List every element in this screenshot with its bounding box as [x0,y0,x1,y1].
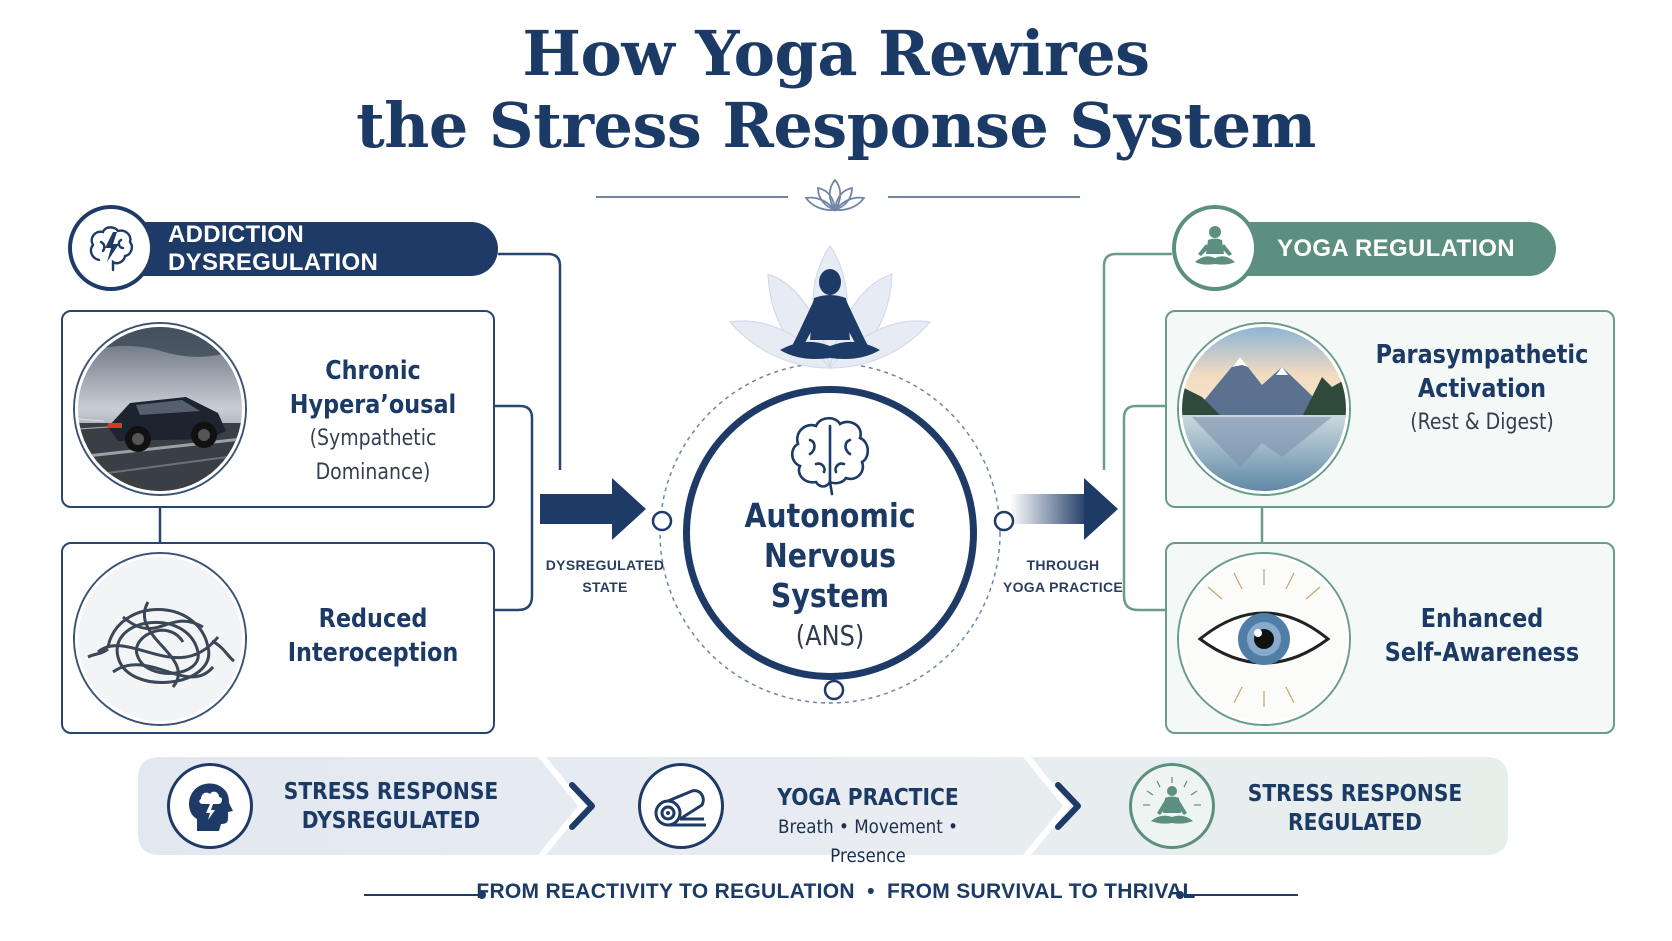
chronic-hyperarousal-card: Chronic Hypera’ousal (Sympathetic Domina… [61,310,495,508]
meditation-glow-icon [1129,763,1215,849]
step3-line1: STRESS RESPONSE [1247,781,1463,807]
step-stress-dysregulated: STRESS RESPONSE DYSREGULATED [277,778,504,836]
addiction-dysregulation-label: ADDICTION DYSREGULATION [168,221,379,276]
footer-dot-right [1176,891,1184,899]
step2-line2: Breath • Movement • Presence [778,816,958,867]
footer-dot-left [478,891,486,899]
self-awareness-title-1: Enhanced [1420,604,1544,634]
footer-tagline: FROM REACTIVITY TO REGULATION • FROM SUR… [476,880,1196,903]
yoga-regulation-label: YOGA REGULATION [1277,235,1515,262]
meditation-lotus-icon [728,244,932,370]
addiction-dysregulation-header: ADDICTION DYSREGULATION [110,221,498,276]
ans-title-1: Autonomic [744,496,916,535]
tangled-wire-photo [75,554,245,724]
through-yoga-label: THROUGH YOGA PRACTICE [998,554,1128,598]
page-title: How Yoga Rewires the Stress Response Sys… [0,18,1672,162]
reduced-interoception-card: Reduced Interoception [61,542,495,734]
parasympathetic-title-1: Parasympathetic [1375,340,1589,370]
step1-line1: STRESS RESPONSE [283,779,499,805]
footer-line-right [1184,894,1298,896]
ans-title-2: Nervous System [763,536,897,615]
dysregulated-label-2: STATE [582,579,628,595]
parasympathetic-activation-card: Parasympathetic Activation (Rest & Diges… [1165,310,1615,508]
step-yoga-practice: YOGA PRACTICE Breath • Movement • Presen… [745,784,991,871]
speeding-car-photo [75,324,245,494]
self-awareness-title-2: Self-Awareness [1384,638,1580,668]
ans-label: Autonomic Nervous System (ANS) [704,496,957,656]
title-line-2: the Stress Response System [356,89,1316,162]
parasympathetic-title-2: Activation [1417,374,1547,404]
enhanced-self-awareness-card: Enhanced Self-Awareness [1165,542,1615,734]
title-divider-left [596,196,788,198]
chronic-hyperarousal-title: Chronic Hypera’ousal [289,356,457,420]
reduced-interoception-title-1: Reduced [318,604,428,634]
mountain-lake-photo [1179,324,1349,494]
step2-line1: YOGA PRACTICE [777,785,959,811]
lotus-icon [804,178,866,212]
head-storm-icon [167,763,253,849]
yoga-mat-icon [638,763,724,849]
dysregulated-label-1: DYSREGULATED [545,557,665,573]
meditating-person-icon [1172,205,1258,291]
step3-line2: REGULATED [1288,810,1422,836]
title-line-1: How Yoga Rewires [522,17,1150,90]
title-divider-right [888,196,1080,198]
rest-digest-subtitle: (Rest & Digest) [1410,410,1554,435]
through-label-2: YOGA PRACTICE [1002,579,1124,595]
ans-subtitle: (ANS) [795,619,865,652]
step1-line2: DYSREGULATED [301,808,481,834]
reduced-interoception-title-2: Interoception [287,638,459,668]
dysregulated-state-label: DYSREGULATED STATE [540,554,670,598]
brain-lightning-icon [68,205,154,291]
footer-line-left [364,894,478,896]
sympathetic-dominance-subtitle: (Sympathetic Dominance) [309,426,437,485]
step-stress-regulated: STRESS RESPONSE REGULATED [1240,780,1471,838]
brain-icon [790,416,870,496]
eye-photo [1179,554,1349,724]
through-label-1: THROUGH [1026,557,1100,573]
